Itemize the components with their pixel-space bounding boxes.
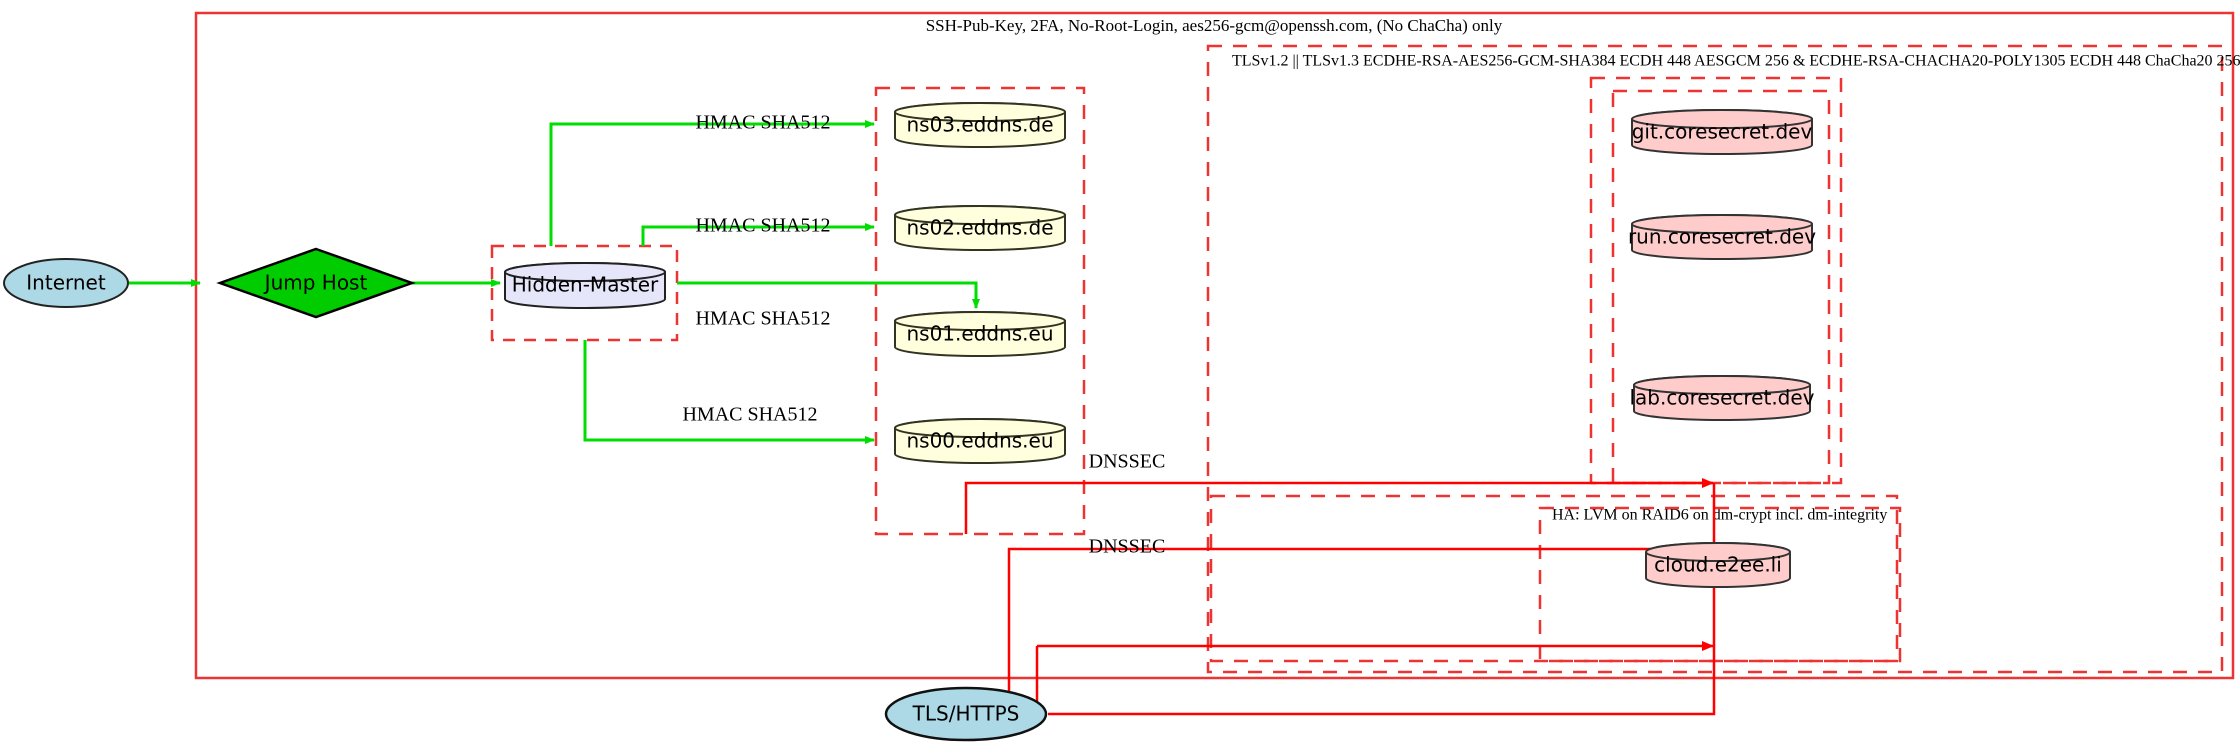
node-ns01[interactable]: ns01.eddns.eu: [894, 311, 1066, 357]
edge-hm-ns03: [549, 120, 875, 246]
node-internet[interactable]: Internet: [3, 258, 129, 308]
node-ns03[interactable]: ns03.eddns.de: [894, 102, 1066, 148]
node-lab-coresecret[interactable]: lab.coresecret.dev: [1629, 375, 1815, 421]
coresecret-cluster-box: [1589, 76, 1843, 485]
node-run-coresecret[interactable]: run.coresecret.dev: [1628, 214, 1816, 260]
edge-hm-ns02: [641, 223, 875, 246]
node-ns03-label: ns03.eddns.de: [906, 113, 1053, 137]
node-cloud-e2ee[interactable]: cloud.e2ee.li: [1645, 542, 1791, 588]
node-ns00[interactable]: ns00.eddns.eu: [894, 418, 1066, 464]
ha-boundary-label: HA: LVM on RAID6 on dm-crypt incl. dm-in…: [1552, 507, 1887, 524]
ha-boundary-box: HA: LVM on RAID6 on dm-crypt incl. dm-in…: [1209, 494, 1899, 663]
green-edge-labels: HMAC SHA512 HMAC SHA512 HMAC SHA512 HMAC…: [682, 112, 830, 426]
node-internet-label: Internet: [26, 271, 106, 295]
node-hidden-master-label: Hidden-Master: [512, 273, 659, 297]
node-ns02-label: ns02.eddns.de: [906, 216, 1053, 240]
edge-dnssec-lower: [1007, 544, 1714, 714]
node-ns00-label: ns00.eddns.eu: [906, 429, 1053, 453]
node-tls-https[interactable]: TLS/HTTPS: [884, 686, 1048, 742]
node-tls-https-label: TLS/HTTPS: [912, 702, 1020, 726]
node-ns02[interactable]: ns02.eddns.de: [894, 205, 1066, 251]
edge-label-hmac-ns00: HMAC SHA512: [682, 404, 817, 426]
edge-label-hmac-ns03: HMAC SHA512: [695, 112, 830, 134]
ssh-boundary-label: SSH-Pub-Key, 2FA, No-Root-Login, aes256-…: [926, 16, 1503, 35]
cloud-cluster-box: [1538, 506, 1902, 663]
hidden-master-cluster-box: [490, 244, 679, 342]
edge-hm-ns01: [677, 281, 980, 309]
edge-label-hmac-ns02: HMAC SHA512: [695, 215, 830, 237]
node-lab-label: lab.coresecret.dev: [1629, 386, 1814, 410]
edge-dnssec-upper: [964, 478, 1714, 534]
node-jump-host-label: Jump Host: [263, 271, 368, 295]
node-run-label: run.coresecret.dev: [1628, 225, 1816, 249]
node-ns01-label: ns01.eddns.eu: [906, 322, 1053, 346]
node-git-label: git.coresecret.dev: [1632, 120, 1813, 144]
node-jump-host[interactable]: Jump Host: [216, 247, 416, 319]
tls-boundary-label: TLSv1.2 || TLSv1.3 ECDHE-RSA-AES256-GCM-…: [1232, 53, 2240, 70]
tls-boundary-box: TLSv1.2 || TLSv1.3 ECDHE-RSA-AES256-GCM-…: [1206, 44, 2240, 674]
green-edges: [128, 120, 980, 444]
ssh-boundary-box: SSH-Pub-Key, 2FA, No-Root-Login, aes256-…: [194, 11, 2235, 680]
edge-label-dnssec-upper: DNSSEC: [1089, 451, 1166, 473]
edge-label-hmac-ns01: HMAC SHA512: [695, 308, 830, 330]
node-git-coresecret[interactable]: git.coresecret.dev: [1631, 109, 1813, 155]
red-edge-labels: DNSSEC DNSSEC: [1089, 451, 1166, 558]
edge-hm-ns00: [583, 340, 875, 444]
edge-label-dnssec-lower: DNSSEC: [1089, 536, 1166, 558]
node-hidden-master[interactable]: Hidden-Master: [504, 262, 666, 309]
coresecret-inner-cluster-box: [1611, 89, 1831, 485]
dns-cluster-box: [874, 86, 1086, 536]
edge-tlshttps-right: [1048, 646, 1716, 716]
node-cloud-label: cloud.e2ee.li: [1654, 553, 1782, 577]
